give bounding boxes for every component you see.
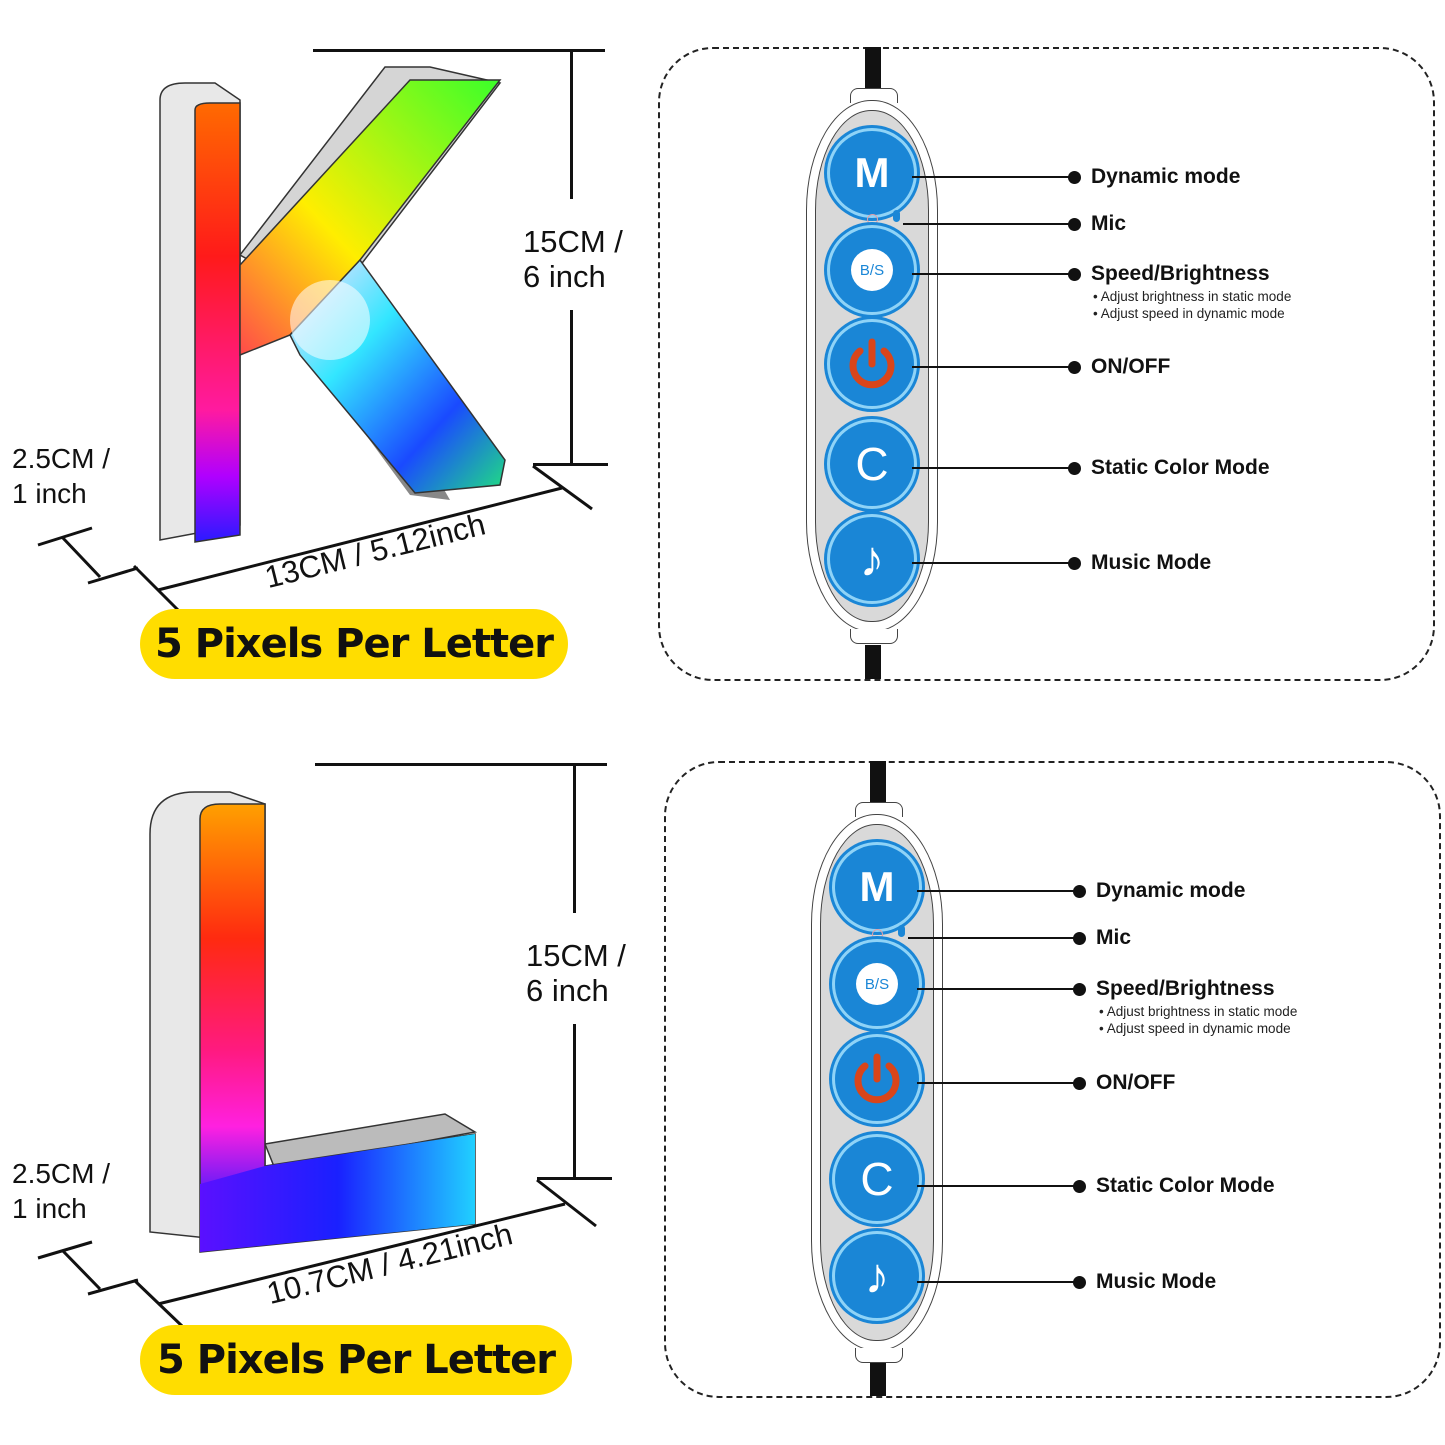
speed-note-1: • Adjust brightness in static mode <box>1099 1004 1298 1019</box>
callout-dynamic: Dynamic mode <box>912 165 1240 189</box>
remote-button-power[interactable] <box>835 1037 919 1121</box>
remote-button-c[interactable]: C <box>830 422 914 506</box>
cable-top <box>865 47 881 92</box>
letter-l-illustration <box>149 791 478 1253</box>
height-label-line1: 15CM / <box>526 938 626 973</box>
panel-k: 15CM / 6 inch 2.5CM / 1 inch 13CM / 5.12… <box>0 0 1445 722</box>
callout-static: Static Color Mode <box>912 456 1270 480</box>
depth-label-line2: 1 inch <box>12 1193 87 1224</box>
brightness-speed-icon: B/S <box>856 963 898 1005</box>
remote-button-m[interactable]: M <box>830 131 914 215</box>
brightness-speed-icon: B/S <box>851 249 893 291</box>
cable-bottom <box>870 1362 886 1396</box>
remote-box <box>658 47 1435 681</box>
mic-indicator-icon <box>867 214 878 225</box>
height-dimension-vline-top <box>570 51 573 199</box>
pixels-badge: 5 Pixels Per Letter <box>140 609 568 679</box>
callout-speed: Speed/Brightness <box>912 262 1270 286</box>
microphone-icon <box>898 925 905 937</box>
mode-m-icon: M <box>859 863 895 910</box>
height-dimension-bottom-line <box>533 463 608 466</box>
callout-music: Music Mode <box>917 1270 1216 1294</box>
callout-dynamic: Dynamic mode <box>917 879 1245 903</box>
height-label-line1: 15CM / <box>523 224 623 259</box>
music-note-icon: ♪ <box>864 1248 890 1304</box>
remote-button-music[interactable]: ♪ <box>830 517 914 601</box>
speed-note-2: • Adjust speed in dynamic mode <box>1099 1021 1291 1036</box>
power-icon <box>849 338 895 389</box>
height-label-line2: 6 inch <box>523 259 606 294</box>
music-note-icon: ♪ <box>859 531 885 587</box>
letter-k-illustration <box>159 66 506 543</box>
callout-mic: Mic <box>903 212 1126 236</box>
callout-mic: Mic <box>908 926 1131 950</box>
height-dimension-vline-bottom <box>570 310 573 465</box>
height-dimension-vline-bottom <box>573 1024 576 1179</box>
callout-onoff: ON/OFF <box>912 355 1170 379</box>
height-dimension-bottom-line <box>537 1177 612 1180</box>
speed-note-1: • Adjust brightness in static mode <box>1093 289 1292 304</box>
mic-indicator-icon <box>872 929 883 940</box>
height-label-line2: 6 inch <box>526 973 609 1008</box>
callout-static: Static Color Mode <box>917 1174 1275 1198</box>
depth-label-line1: 2.5CM / <box>12 1158 111 1189</box>
depth-label-line1: 2.5CM / <box>12 443 111 474</box>
callout-music: Music Mode <box>912 551 1211 575</box>
remote-box <box>664 761 1441 1398</box>
remote-button-c[interactable]: C <box>835 1137 919 1221</box>
width-dimension-lines <box>37 1178 597 1328</box>
height-dimension-top-line <box>313 49 605 52</box>
microphone-icon <box>893 210 900 222</box>
color-c-icon: C <box>860 1153 894 1205</box>
color-c-icon: C <box>855 438 889 490</box>
power-icon <box>854 1053 900 1104</box>
panel-l: 15CM / 6 inch 2.5CM / 1 inch 10.7CM / 4.… <box>0 714 1445 1436</box>
remote-button-power[interactable] <box>830 322 914 406</box>
depth-label-line2: 1 inch <box>12 478 87 509</box>
mode-m-icon: M <box>854 149 890 196</box>
callout-speed: Speed/Brightness <box>917 977 1275 1001</box>
cable-top <box>870 761 886 806</box>
remote-button-bs[interactable]: B/S <box>835 942 919 1026</box>
cable-bottom <box>865 645 881 679</box>
remote-button-bs[interactable]: B/S <box>830 228 914 312</box>
pixels-badge: 5 Pixels Per Letter <box>140 1325 572 1395</box>
speed-note-2: • Adjust speed in dynamic mode <box>1093 306 1285 321</box>
width-dimension-lines <box>37 464 593 616</box>
remote-button-m[interactable]: M <box>835 845 919 929</box>
height-dimension-vline-top <box>573 765 576 913</box>
height-dimension-top-line <box>315 763 607 766</box>
remote-button-music[interactable]: ♪ <box>835 1234 919 1318</box>
callout-onoff: ON/OFF <box>917 1071 1175 1095</box>
